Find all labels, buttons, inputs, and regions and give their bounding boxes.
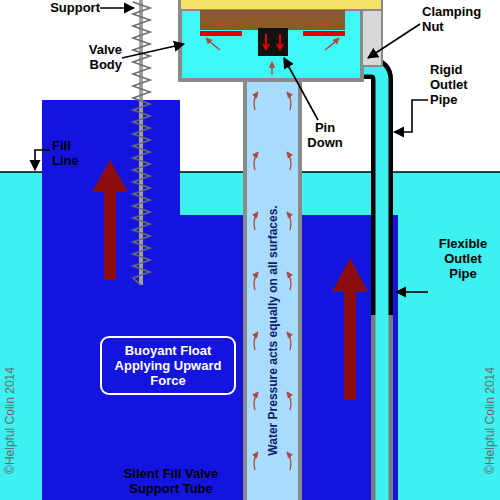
diaphragm: [200, 10, 345, 30]
seal: [303, 31, 345, 36]
part-label: Rigid Outlet Pipe: [430, 62, 496, 107]
seal: [200, 31, 242, 36]
rotated-label: Water Pressure acts equally on all surfa…: [266, 165, 281, 495]
valve-cap: [180, 0, 382, 10]
leader-lines: [35, 8, 428, 292]
part-label: Fill Line: [52, 138, 97, 168]
part-label: Support: [30, 0, 100, 15]
part-label: Pin Down: [300, 120, 350, 150]
part-label: Flexible Outlet Pipe: [430, 236, 496, 281]
rotated-label: ©Helpful Colin 2014: [3, 340, 18, 500]
upward-force-arrows: [92, 160, 368, 400]
part-label: Silent Fill Valve Support Tube: [98, 466, 244, 496]
part-label: Valve Body: [60, 42, 122, 72]
spring-symbol: [133, 0, 150, 285]
rotated-label: ©Helpful Colin 2014: [483, 340, 498, 500]
callout-text: Buoyant Float Applying Upward Force: [106, 343, 230, 388]
support-tube: [245, 60, 300, 500]
buoyant-float: [42, 100, 398, 500]
part-label: Clamping Nut: [422, 4, 494, 34]
pin-arrows: [263, 34, 283, 49]
callout-box: Buoyant Float Applying Upward Force: [100, 336, 236, 395]
valve-pin: [258, 28, 288, 56]
valve-body: [180, 0, 362, 80]
